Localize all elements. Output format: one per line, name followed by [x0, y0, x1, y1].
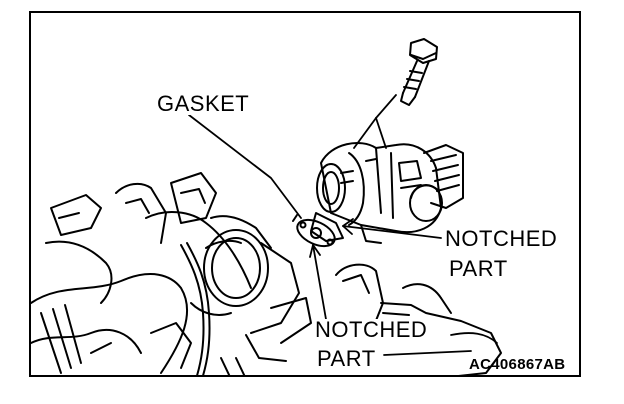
engine-housing	[31, 172, 312, 375]
bolt-leader	[375, 94, 397, 119]
gasket	[292, 214, 336, 248]
notched-right-leader	[342, 225, 442, 239]
label-gasket: GASKET	[155, 91, 252, 116]
mounting-bolt	[400, 38, 438, 106]
label-notched-part-right-line2: PART	[447, 256, 510, 281]
leader-lines	[188, 94, 498, 356]
gasket-leader	[188, 114, 302, 219]
isc-actuator	[310, 142, 464, 244]
exploded-view-illustration	[31, 38, 502, 375]
diagram-frame: GASKET NOTCHED PART NOTCHED PART AC40686…	[29, 11, 581, 377]
figure-code: AC406867AB	[469, 356, 566, 373]
label-notched-part-bottom-line2: PART	[315, 346, 378, 371]
label-notched-part-bottom-line1: NOTCHED	[313, 317, 430, 342]
mounting-bracket	[335, 263, 502, 375]
label-notched-part-right-line1: NOTCHED	[443, 226, 560, 251]
notched-bottom-leader	[312, 244, 328, 326]
